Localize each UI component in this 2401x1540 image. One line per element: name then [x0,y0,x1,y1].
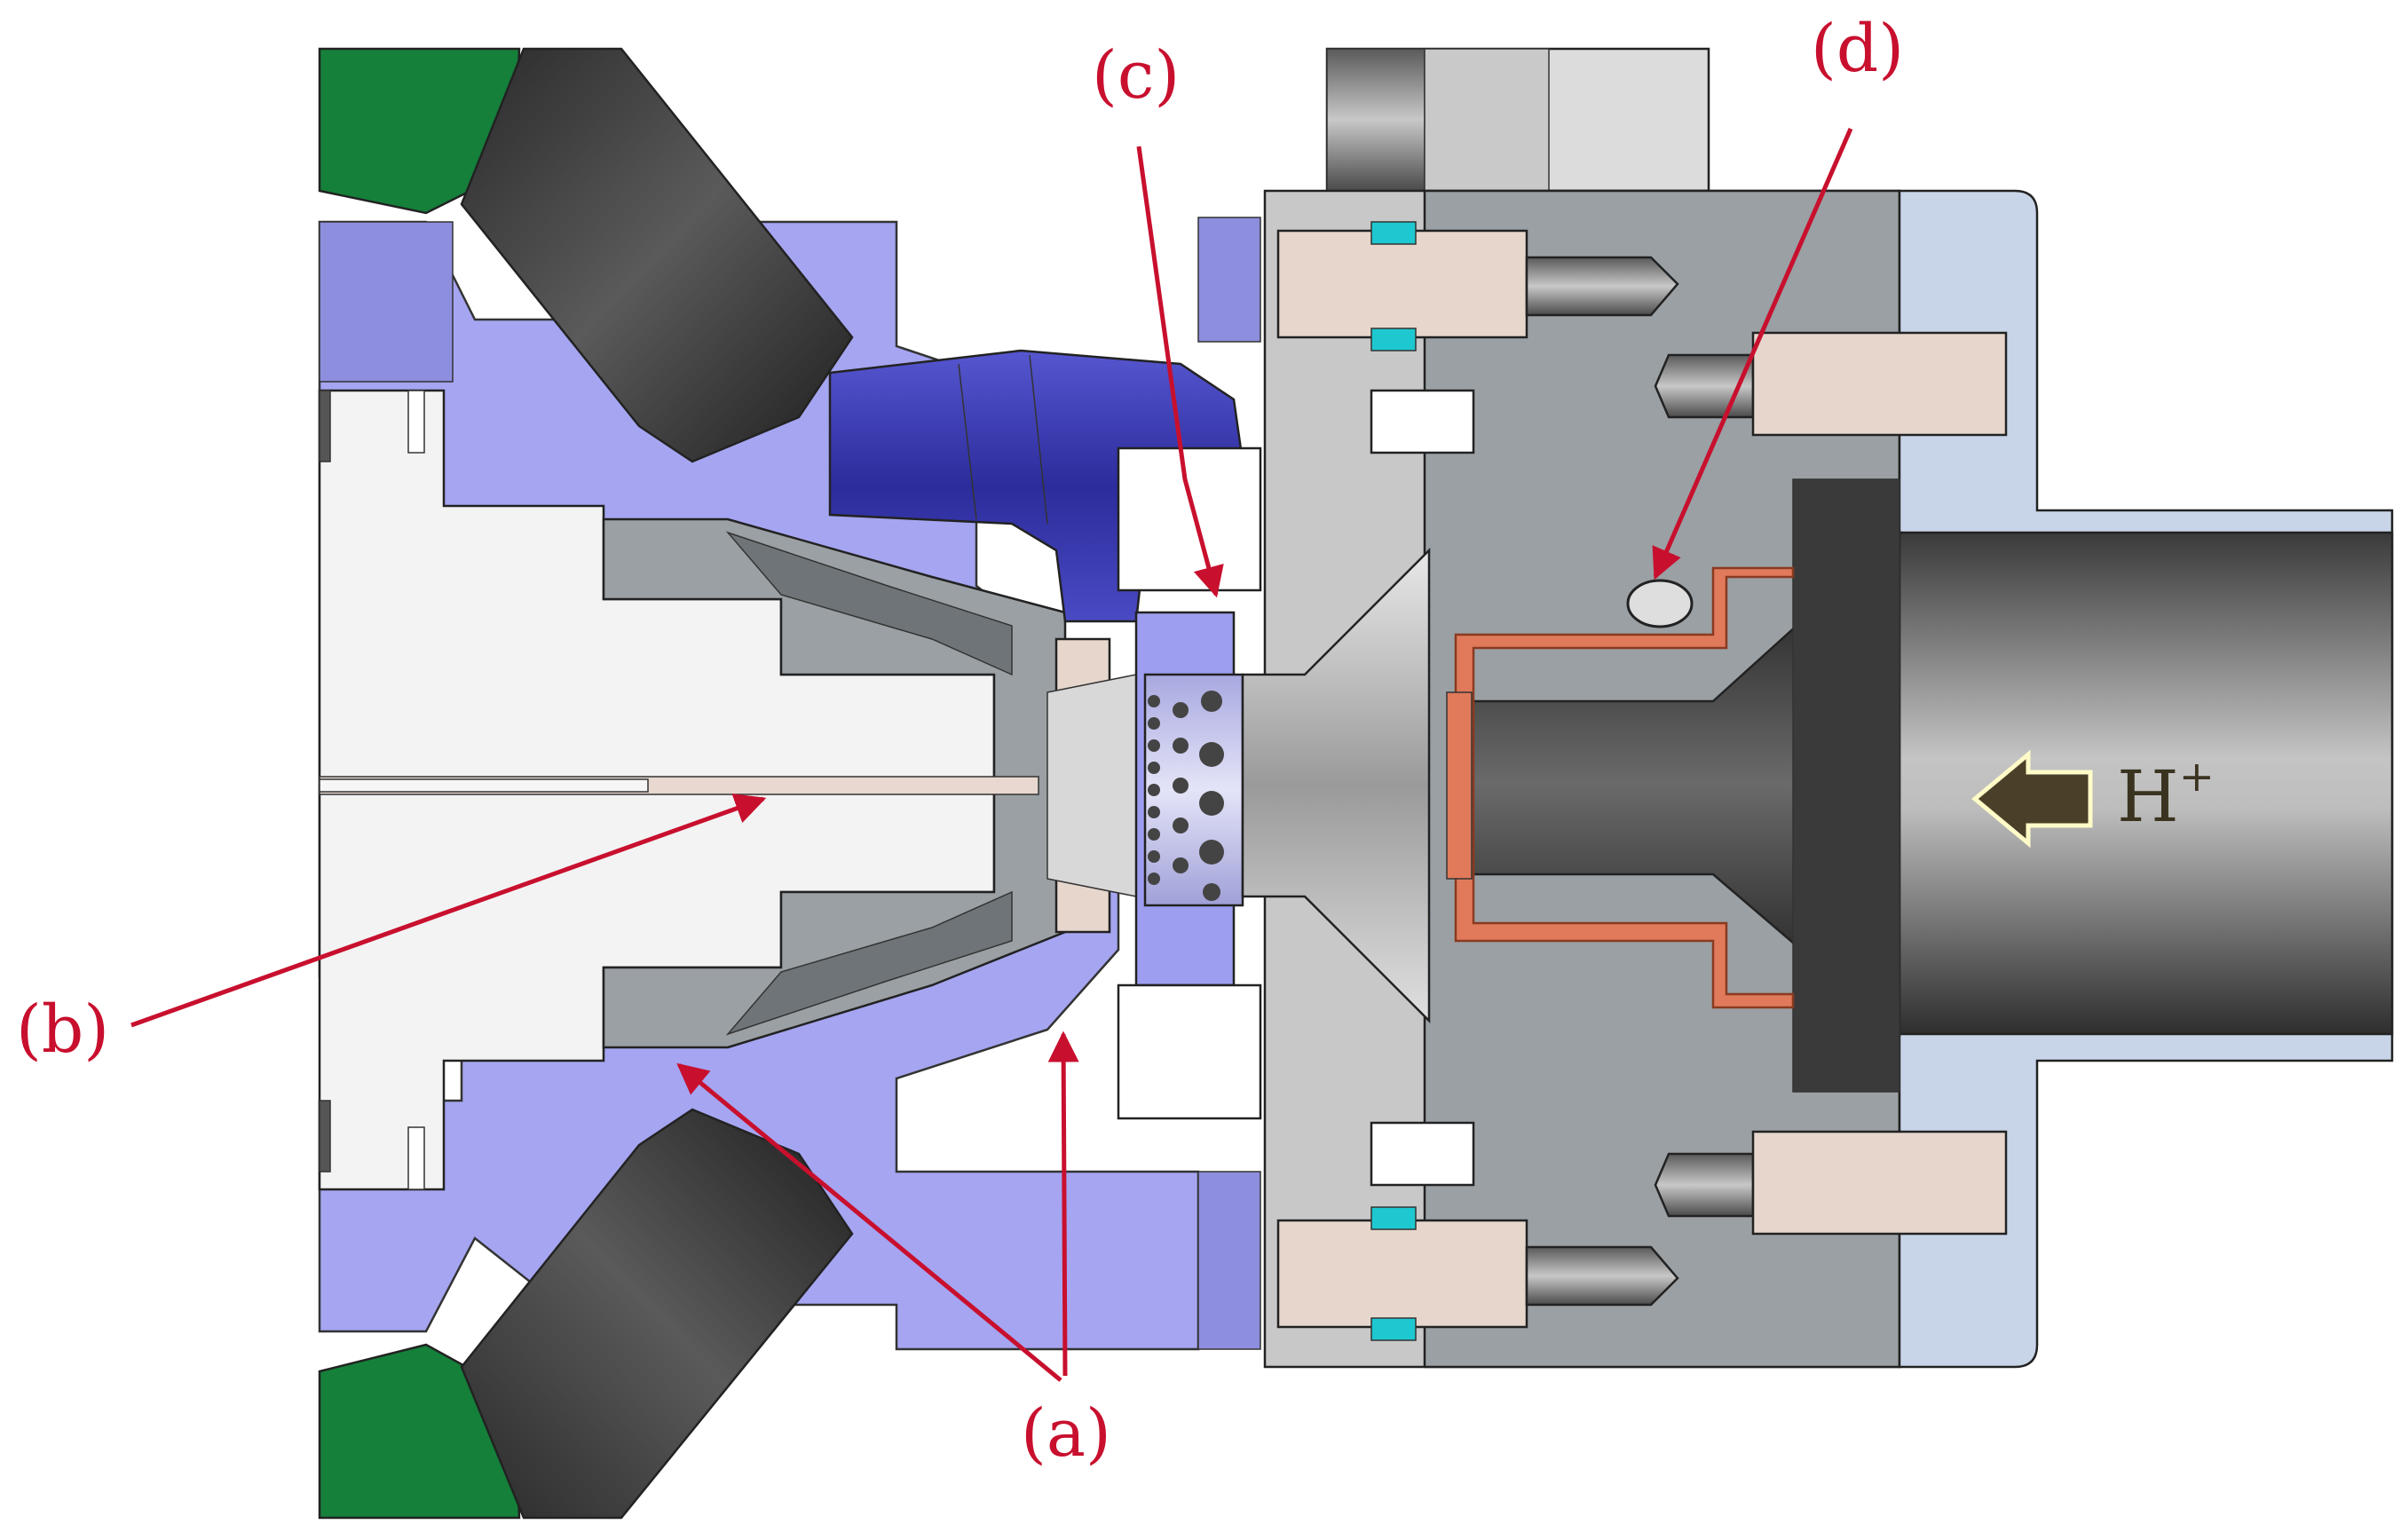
perforated-disc [1134,611,1244,987]
upper-bolt [1276,221,1679,351]
flow-label: H+ [2117,752,2215,838]
light-cone [1241,547,1431,1024]
nozzle-body [602,517,1067,1049]
bottom-dark-hose [460,1108,854,1520]
label-b: (b) [16,991,109,1068]
outlet-tube [1898,531,2394,1036]
right-lower-screw [1654,1130,2008,1236]
label-c: (c) [1092,37,1180,114]
right-upper-screw [1654,331,2008,437]
label-d: (d) [1811,11,1904,87]
lower-bolt [1276,1206,1679,1341]
lower-spacer [1117,983,1262,1120]
flow-arrow-icon [1971,749,2093,849]
upper-spacer [1117,446,1262,592]
top-dark-hose [460,47,854,463]
copper-liner [1454,566,1795,1009]
label-a: (a) [1021,1395,1111,1472]
port-hole [1626,579,1694,628]
